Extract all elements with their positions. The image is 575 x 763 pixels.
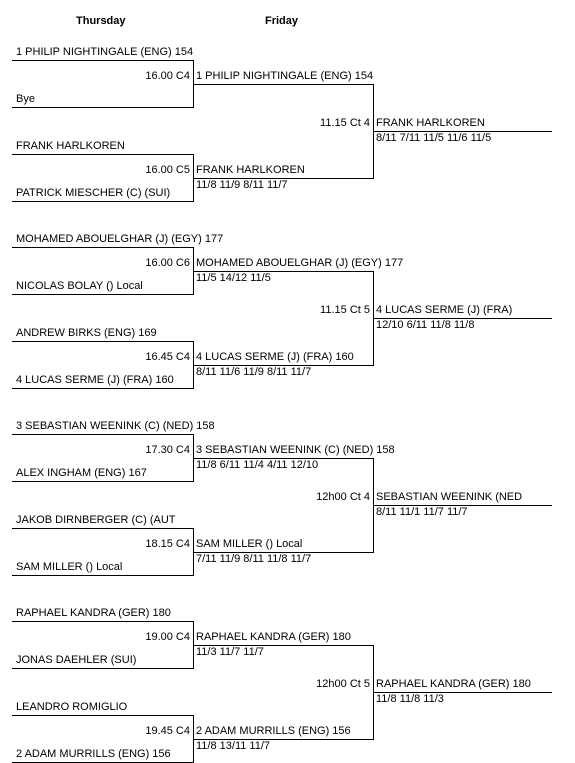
bracket-line xyxy=(12,201,193,202)
bracket-line xyxy=(193,552,373,553)
player-entry: JONAS DAEHLER (SUI) xyxy=(16,654,137,666)
match-time: 16.00 C4 xyxy=(145,70,190,82)
bracket-line xyxy=(12,154,193,155)
match-score: 8/11 11/1 11/7 11/7 xyxy=(376,506,468,518)
match-time: 17.30 C4 xyxy=(145,444,190,456)
player-entry: JAKOB DIRNBERGER (C) (AUT xyxy=(16,514,176,526)
player-entry: ALEX INGHAM (ENG) 167 xyxy=(16,467,147,479)
match-time: 19.45 C4 xyxy=(145,725,190,737)
bracket-line xyxy=(12,621,193,622)
match-winner: RAPHAEL KANDRA (GER) 180 xyxy=(376,678,531,690)
match-time: 16.00 C6 xyxy=(145,257,190,269)
match-score: 7/11 11/9 8/11 11/8 11/7 xyxy=(196,553,312,565)
match-time: 11.15 Ct 5 xyxy=(320,304,370,316)
match-winner: 2 ADAM MURRILLS (ENG) 156 xyxy=(196,725,351,737)
match-winner: SEBASTIAN WEENINK (NED xyxy=(376,491,523,503)
match-time: 12h00 Ct 5 xyxy=(316,678,370,690)
match-score: 11/8 13/11 11/7 xyxy=(196,740,271,752)
match-score: 11/3 11/7 11/7 xyxy=(196,646,264,658)
bracket-line xyxy=(373,505,552,506)
bracket-line xyxy=(12,715,193,716)
player-entry: MOHAMED ABOUELGHAR (J) (EGY) 177 xyxy=(16,233,224,245)
bracket-line xyxy=(193,84,373,85)
match-score: 12/10 6/11 11/8 11/8 xyxy=(376,319,475,331)
bracket-line xyxy=(12,60,193,61)
match-winner: SAM MILLER () Local xyxy=(196,538,303,550)
player-entry: 2 ADAM MURRILLS (ENG) 156 xyxy=(16,748,171,760)
bracket-line xyxy=(12,388,193,389)
bracket-line xyxy=(12,575,193,576)
match-score: 11/8 6/11 11/4 4/11 12/10 xyxy=(196,459,319,471)
match-score: 11/8 11/9 8/11 11/7 xyxy=(196,179,288,191)
bracket-line xyxy=(12,434,193,435)
bracket-line xyxy=(373,318,552,319)
bracket-line xyxy=(12,294,193,295)
match-time: 16.00 C5 xyxy=(145,164,190,176)
match-winner: 4 LUCAS SERME (J) (FRA) xyxy=(376,304,513,316)
match-score: 11/5 14/12 11/5 xyxy=(196,272,271,284)
match-score: 8/11 11/6 11/9 8/11 11/7 xyxy=(196,366,312,378)
bracket-line xyxy=(193,178,373,179)
player-entry: 4 LUCAS SERME (J) (FRA) 160 xyxy=(16,374,174,386)
match-time: 18.15 C4 xyxy=(145,538,190,550)
bracket-line xyxy=(12,247,193,248)
player-entry: NICOLAS BOLAY () Local xyxy=(16,280,143,292)
player-entry: Bye xyxy=(16,93,35,105)
match-winner: FRANK HARLKOREN xyxy=(376,117,485,129)
bracket-line xyxy=(193,271,373,272)
match-winner: 1 PHILIP NIGHTINGALE (ENG) 154 xyxy=(196,70,374,82)
bracket-line xyxy=(12,528,193,529)
player-entry: SAM MILLER () Local xyxy=(16,561,123,573)
match-winner: 4 LUCAS SERME (J) (FRA) 160 xyxy=(196,351,354,363)
match-winner: MOHAMED ABOUELGHAR (J) (EGY) 177 xyxy=(196,257,404,269)
player-entry: ANDREW BIRKS (ENG) 169 xyxy=(16,327,157,339)
bracket-line xyxy=(193,739,373,740)
bracket-line xyxy=(193,365,373,366)
bracket-line xyxy=(12,341,193,342)
match-time: 16.45 C4 xyxy=(145,351,190,363)
match-winner: RAPHAEL KANDRA (GER) 180 xyxy=(196,631,351,643)
match-time: 12h00 Ct 4 xyxy=(316,491,370,503)
match-score: 11/8 11/8 11/3 xyxy=(376,693,444,705)
match-winner: FRANK HARLKOREN xyxy=(196,164,305,176)
bracket-line xyxy=(193,645,373,646)
bracket-line xyxy=(373,131,552,132)
bracket-line xyxy=(193,458,373,459)
match-time: 19.00 C4 xyxy=(145,631,190,643)
bracket-line xyxy=(12,107,193,108)
match-time: 11.15 Ct 4 xyxy=(320,117,370,129)
bracket-line xyxy=(373,692,552,693)
player-entry: PATRICK MIESCHER (C) (SUI) xyxy=(16,187,171,199)
player-entry: 3 SEBASTIAN WEENINK (C) (NED) 158 xyxy=(16,420,215,432)
header-friday: Friday xyxy=(265,15,299,27)
player-entry: 1 PHILIP NIGHTINGALE (ENG) 154 xyxy=(16,46,194,58)
match-winner: 3 SEBASTIAN WEENINK (C) (NED) 158 xyxy=(196,444,395,456)
bracket-line xyxy=(12,668,193,669)
header-thursday: Thursday xyxy=(76,15,126,27)
bracket-line xyxy=(12,481,193,482)
player-entry: RAPHAEL KANDRA (GER) 180 xyxy=(16,607,171,619)
player-entry: LEANDRO ROMIGLIO xyxy=(16,701,128,713)
player-entry: FRANK HARLKOREN xyxy=(16,140,125,152)
match-score: 8/11 7/11 11/5 11/6 11/5 xyxy=(376,132,492,144)
